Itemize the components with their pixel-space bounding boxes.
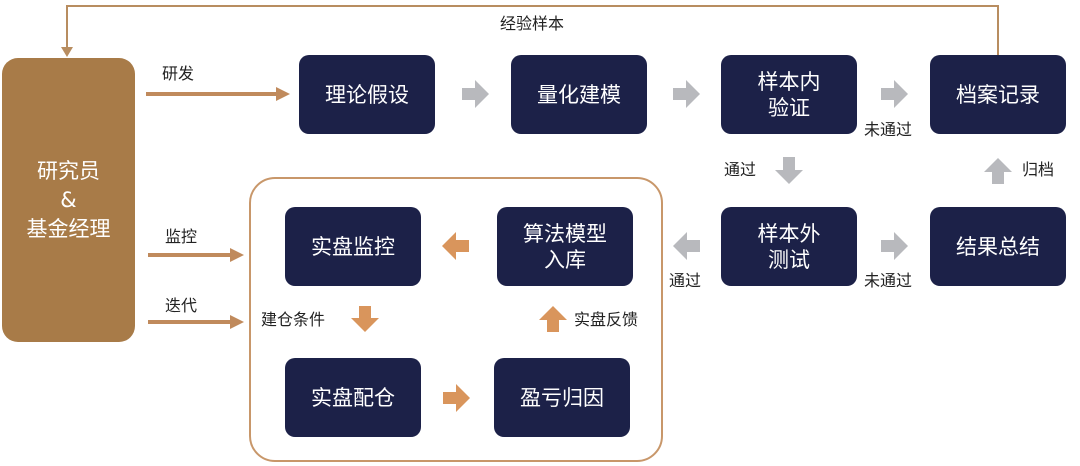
- gray-arrow-outsample-to-algostore: [673, 232, 700, 260]
- gray-arrow-hypothesis-to-model: [462, 80, 489, 108]
- label-experience-sample: 经验样本: [500, 14, 565, 33]
- label-research: 研发: [162, 64, 195, 83]
- node-live-allocation-label: 实盘配仓: [311, 385, 395, 410]
- node-pnl-attribution-label: 盈亏归因: [520, 385, 604, 410]
- orange-arrow-allocation-to-pnl: [443, 384, 470, 412]
- gray-arrow-outsample-to-summary: [881, 232, 908, 260]
- label-position-condition: 建仓条件: [261, 310, 326, 329]
- label-live-feedback: 实盘反馈: [574, 310, 639, 329]
- gray-arrow-insample-to-outsample: [775, 157, 803, 184]
- live-trading-loop-frame: [249, 177, 663, 462]
- experience-sample-arrowhead: [61, 47, 73, 57]
- node-live-monitor: 实盘监控: [285, 207, 421, 286]
- node-quant-model: 量化建模: [511, 55, 647, 134]
- node-in-sample: 样本内 验证: [721, 55, 857, 134]
- node-archive: 档案记录: [930, 55, 1066, 134]
- label-monitor: 监控: [165, 227, 198, 246]
- node-summary-label: 结果总结: [956, 234, 1040, 259]
- node-hypothesis: 理论假设: [299, 55, 435, 134]
- iterate-arrowhead: [230, 315, 244, 329]
- experience-sample-line: [66, 5, 999, 55]
- node-live-allocation: 实盘配仓: [285, 358, 421, 437]
- node-out-sample-label: 样本外 测试: [757, 221, 821, 272]
- monitor-arrowhead: [230, 248, 244, 262]
- node-in-sample-label: 样本内 验证: [757, 69, 821, 120]
- node-summary: 结果总结: [930, 207, 1066, 286]
- node-pnl-attribution: 盈亏归因: [494, 358, 630, 437]
- actor-label: 研究员 & 基金经理: [26, 158, 111, 241]
- node-quant-model-label: 量化建模: [537, 82, 621, 107]
- node-hypothesis-label: 理论假设: [325, 82, 409, 107]
- label-fail-out-sample: 未通过: [864, 271, 913, 290]
- gray-arrow-model-to-insample: [673, 80, 700, 108]
- gray-arrow-insample-to-archive: [881, 80, 908, 108]
- orange-arrow-pnl-to-algostore: [539, 306, 567, 332]
- node-algo-store: 算法模型 入库: [497, 207, 633, 286]
- label-pass-in-sample: 通过: [724, 160, 757, 179]
- label-fail-in-sample: 未通过: [864, 120, 913, 139]
- label-iterate: 迭代: [165, 296, 198, 315]
- gray-arrow-summary-to-archive: [984, 158, 1012, 184]
- node-out-sample: 样本外 测试: [721, 207, 857, 286]
- label-pass-out-sample: 通过: [669, 271, 702, 290]
- researcher-fund-manager-box: 研究员 & 基金经理: [2, 58, 135, 342]
- orange-arrow-monitor-to-allocation: [351, 306, 379, 332]
- label-archive: 归档: [1022, 160, 1055, 179]
- node-algo-store-label: 算法模型 入库: [523, 221, 607, 272]
- orange-arrow-algostore-to-monitor: [442, 232, 469, 260]
- research-arrowhead: [276, 87, 290, 101]
- node-live-monitor-label: 实盘监控: [311, 234, 395, 259]
- node-archive-label: 档案记录: [956, 82, 1040, 107]
